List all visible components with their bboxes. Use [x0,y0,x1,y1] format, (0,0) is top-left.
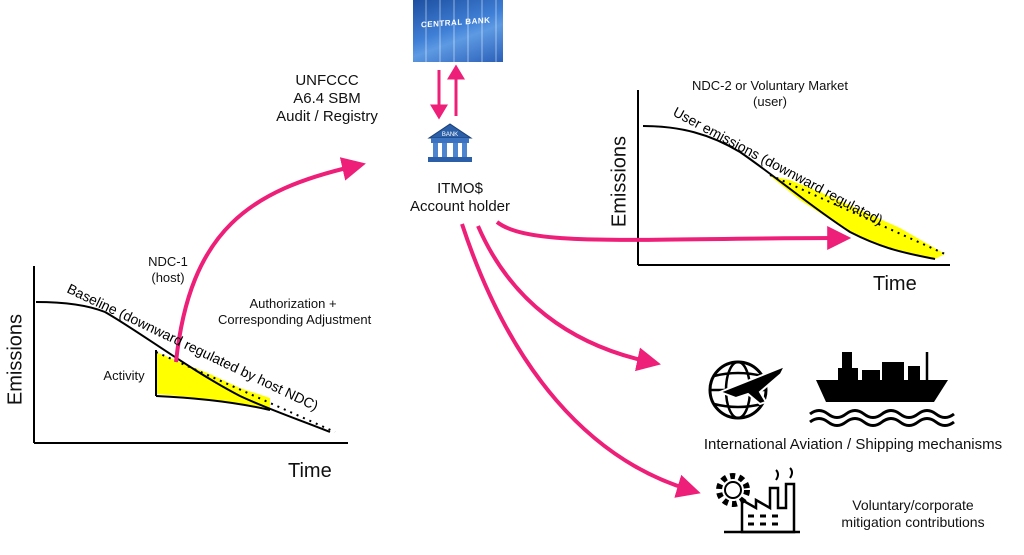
voluntary-line2: mitigation contributions [841,514,985,530]
arrow-host-to-registry [174,157,366,363]
host-title-line1: NDC-1 [148,254,188,269]
auth-line1: Authorization + [249,296,337,311]
central-bank-image: CENTRAL BANK [413,0,503,62]
user-y-title: Emissions [608,135,631,228]
user-emissions-curve [642,125,936,260]
arrow-itmo-to-voluntary [460,223,701,498]
host-chart [33,266,348,444]
itmo-line1: ITMO$ [437,180,483,197]
unfccc-line1: UNFCCC [295,72,359,89]
host-title-line2: (host) [151,270,185,285]
user-fill-area [770,176,945,259]
voluntary-line1: Voluntary/corporate [852,497,974,513]
user-x-title: Time [873,273,917,295]
globe-airplane-icon [708,360,788,420]
host-title: NDC-1 (host) [138,254,198,286]
host-baseline-curve [35,301,331,433]
user-title-line1: NDC-2 or Voluntary Market [691,78,849,93]
factory-gear-icon [716,467,800,534]
arrow-itmo-to-user [495,220,852,251]
host-activity-line [155,395,271,411]
host-activity-label: Activity [103,368,145,383]
auth-line2: Corresponding Adjustment [218,312,372,327]
user-title: NDC-2 or Voluntary Market (user) [670,78,870,110]
user-chart [637,90,950,266]
host-x-title: Time [288,460,332,482]
unfccc-line2: A6.4 SBM [293,90,361,107]
user-title-line2: (user) [753,94,787,109]
unfccc-label: UNFCCC A6.4 SBM Audit / Registry [272,72,382,126]
arrows [174,64,852,498]
voluntary-label: Voluntary/corporate mitigation contribut… [838,497,988,531]
itmo-line2: Account holder [409,198,511,215]
aviation-shipping-label: International Aviation / Shipping mechan… [703,436,1003,453]
bank-icon-label: BANK [442,132,458,138]
auth-label: Authorization + Corresponding Adjustment [218,296,372,328]
host-baseline-dotted [155,351,336,433]
unfccc-line3: Audit / Registry [276,108,378,125]
bank-building-icon: BANK [427,123,473,162]
user-emissions-label: User emissions (downward regulated) [671,104,886,228]
host-y-title: Emissions [4,313,27,406]
ship-icon [809,352,955,427]
itmo-label: ITMO$ Account holder [396,180,524,216]
arrow-itmo-to-aviation [476,225,661,372]
